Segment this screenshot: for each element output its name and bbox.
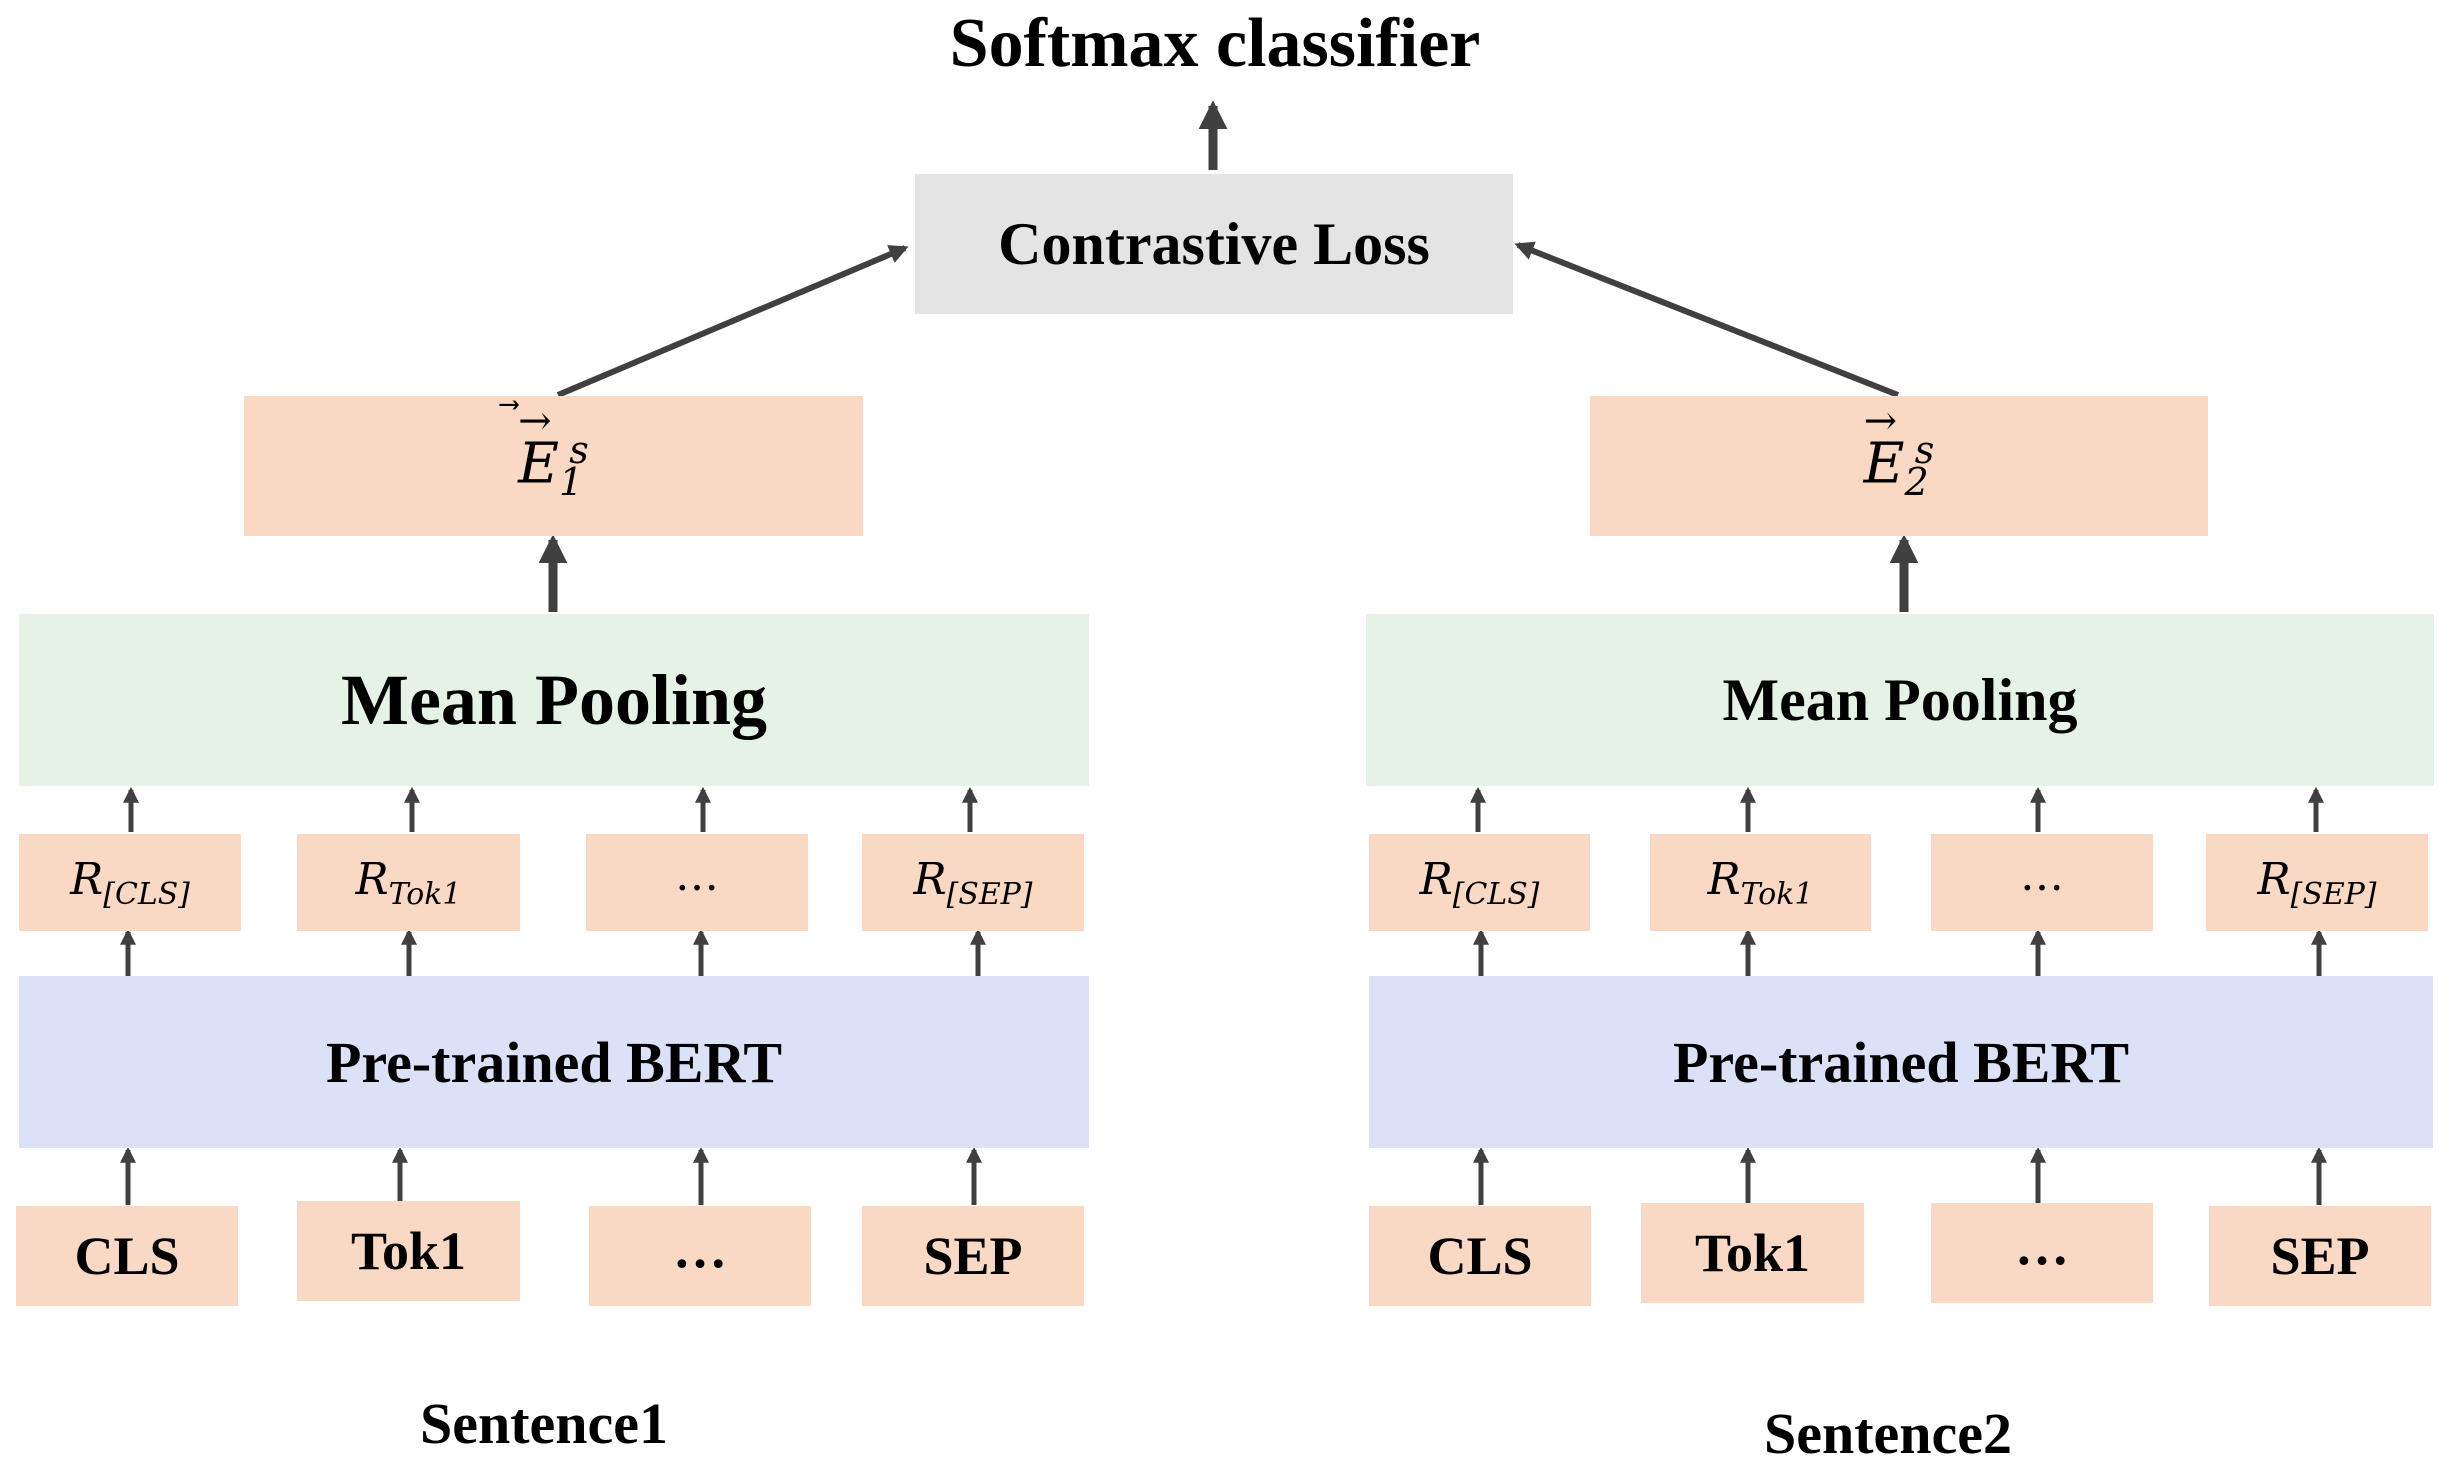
bert-box-2: Pre-trained BERT (1369, 976, 2433, 1148)
rep-box-sep-2: R[SEP] (2206, 834, 2428, 931)
token-box-cls-1: CLS (16, 1206, 238, 1306)
vector-arrow-icon: → (1863, 398, 1898, 445)
rep-box-tok1-2: RTok1 (1650, 834, 1871, 931)
bert-box-1: Pre-trained BERT (19, 976, 1089, 1148)
rep-label: R[SEP] (913, 853, 1033, 912)
token-box-tok1-2: Tok1 (1641, 1203, 1864, 1303)
rep-box-sep-1: R[SEP] (862, 834, 1084, 931)
rep-label: RTok1 (355, 853, 462, 912)
embedding-symbol-2: →E2s (1863, 398, 1935, 504)
token-box-tok1-1: Tok1 (297, 1201, 520, 1301)
token-label: SEP (923, 1226, 1023, 1286)
embedding-box-2: →E2s (1590, 396, 2208, 536)
token-label: CLS (1427, 1226, 1533, 1286)
token-label: … (673, 1219, 727, 1279)
vector-arrow-icon: → (518, 398, 552, 445)
rep-ellipsis: … (675, 850, 719, 901)
sentence-label-2: Sentence2 (1763, 1401, 2013, 1466)
token-label: Tok1 (350, 1221, 467, 1281)
token-box-ellipsis-1: … (589, 1206, 811, 1306)
rep-label: R[SEP] (2257, 853, 2377, 912)
token-box-sep-1: SEP (862, 1206, 1084, 1306)
arrow-embedding2-to-loss (1514, 241, 1900, 398)
mean-pooling-label-2: Mean Pooling (1722, 666, 2078, 733)
rep-ellipsis: … (2020, 850, 2064, 901)
embedding-symbol-1: ⃗→E1s (518, 398, 589, 504)
token-box-cls-2: CLS (1369, 1206, 1591, 1306)
bert-label-2: Pre-trained BERT (1672, 1029, 2129, 1095)
rep-label: RTok1 (1707, 853, 1814, 912)
token-box-sep-2: SEP (2209, 1206, 2431, 1306)
contrastive-loss-label: Contrastive Loss (998, 210, 1430, 277)
rep-box-ellipsis-2: … (1931, 834, 2153, 931)
mean-pooling-label-1: Mean Pooling (341, 659, 767, 740)
classifier-label: Softmax classifier (949, 5, 1481, 82)
token-box-ellipsis-2: … (1931, 1203, 2153, 1303)
token-label: Tok1 (1694, 1223, 1811, 1283)
token-label: … (2015, 1216, 2069, 1276)
token-label: CLS (74, 1226, 180, 1286)
rep-box-cls-1: R[CLS] (19, 834, 241, 931)
token-label: SEP (2270, 1226, 2370, 1286)
rep-box-cls-2: R[CLS] (1369, 834, 1590, 931)
rep-box-tok1-1: RTok1 (297, 834, 520, 931)
sentence-label-1: Sentence1 (419, 1391, 669, 1456)
embedding-box-1: ⃗→E1s (244, 396, 863, 536)
bert-label-1: Pre-trained BERT (325, 1029, 782, 1095)
mean-pooling-box-2: Mean Pooling (1366, 614, 2434, 786)
contrastive-loss-box: Contrastive Loss (915, 174, 1513, 314)
mean-pooling-box-1: Mean Pooling (19, 614, 1089, 786)
rep-label: R[CLS] (70, 853, 190, 912)
rep-label: R[CLS] (1419, 853, 1540, 912)
rep-box-ellipsis-1: … (586, 834, 808, 931)
arrow-embedding1-to-loss (556, 245, 909, 398)
